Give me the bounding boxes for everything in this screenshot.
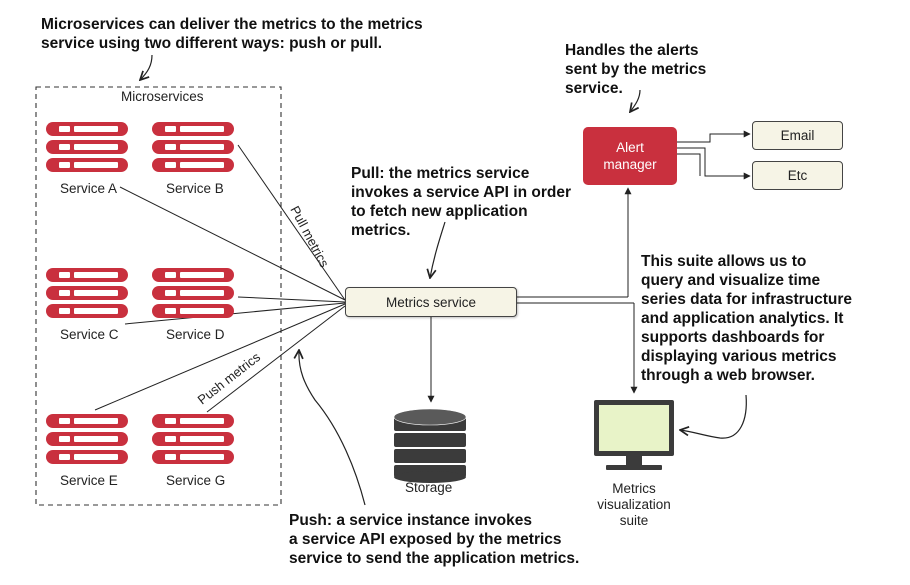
- alert-manager-box: Alert manager: [583, 127, 677, 185]
- connector-service-c: [124, 302, 346, 325]
- to-etc-b: [677, 153, 701, 176]
- callout-suite: [680, 394, 747, 439]
- server-icon-service-g: [152, 414, 234, 468]
- service-a-label: Service A: [60, 181, 118, 196]
- service-e-label: Service E: [60, 473, 118, 488]
- server-icon-service-c: [46, 268, 128, 322]
- service-g-label: Service G: [166, 473, 226, 488]
- service-d-label: Service D: [166, 327, 225, 342]
- email-box: Email: [752, 121, 843, 150]
- callout-arrows: [140, 54, 747, 506]
- metrics-bus: [517, 187, 638, 394]
- storage-label: Storage: [405, 480, 453, 495]
- connector-service-a: [119, 186, 346, 301]
- callout-push: [299, 350, 366, 506]
- annotation-top: Microservices can deliver the metrics to…: [41, 16, 423, 52]
- callout-alerts: [630, 89, 641, 112]
- server-icon-service-a: [46, 122, 128, 176]
- microservices-group-label: Microservices: [121, 89, 204, 104]
- connector-service-b: [237, 144, 346, 301]
- connector-service-e: [94, 303, 346, 411]
- service-connectors: [94, 144, 346, 413]
- monitor-icon: [594, 400, 674, 470]
- microservices-group-frame: [35, 86, 282, 506]
- annotation-suite: This suite allows us to query and visual…: [641, 253, 853, 384]
- server-icon-service-b: [152, 122, 234, 176]
- server-icon-service-e: [46, 414, 128, 468]
- pull-metrics-label: Pull metrics: [287, 203, 332, 270]
- storage-icon: [393, 408, 467, 483]
- push-metrics-label: Push metrics: [195, 349, 264, 407]
- metrics-service-box: Metrics service: [345, 287, 517, 317]
- to-etc-a: [677, 147, 751, 180]
- connector-service-cd-row: [237, 296, 346, 303]
- callout-top: [140, 54, 153, 80]
- visualization-suite-label: Metrics visualization suite: [597, 481, 671, 528]
- connector-service-g: [206, 305, 346, 413]
- service-b-label: Service B: [166, 181, 224, 196]
- annotation-push: Push: a service instance invokes a servi…: [289, 512, 580, 567]
- annotation-alerts: Handles the alerts sent by the metrics s…: [565, 42, 707, 97]
- server-icon-service-d: [152, 268, 234, 322]
- annotation-pull: Pull: the metrics service invokes a serv…: [351, 165, 571, 239]
- etc-box: Etc: [752, 161, 843, 190]
- to-email: [677, 130, 751, 143]
- alert-output-connectors: [677, 130, 751, 180]
- service-c-label: Service C: [60, 327, 119, 342]
- callout-pull: [430, 221, 446, 278]
